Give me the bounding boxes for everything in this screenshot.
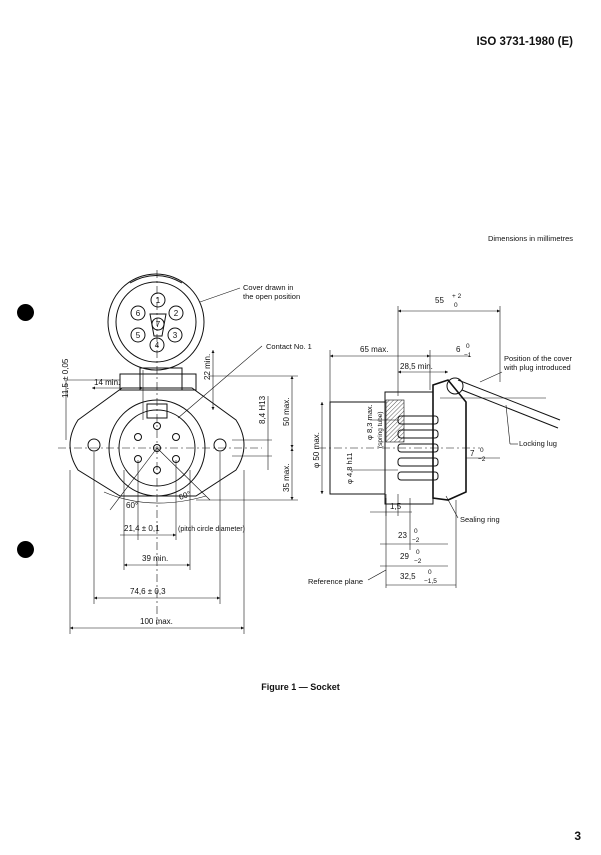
dim-65-max: 65 max. (360, 345, 388, 354)
dim-21-4: 21,4 ± 0,1 (124, 524, 160, 533)
dim-23: 23 (398, 531, 407, 540)
cover-position-line1: Position of the cover (504, 354, 572, 363)
page-number: 3 (574, 829, 581, 843)
cover-position-line2: with plug introduced (503, 363, 571, 372)
dim-6-tol-upper: 0 (466, 343, 470, 350)
dim-29-tol-lower: −2 (414, 558, 422, 565)
angle-left: 60° (126, 501, 138, 510)
dim-74-6: 74,6 ± 0,3 (130, 587, 166, 596)
dim-7: 7 (470, 449, 475, 458)
dim-phi-50-max: φ 50 max. (312, 432, 321, 468)
contact-tubes (397, 415, 439, 481)
dim-35-max: 35 max. (282, 464, 291, 492)
dim-6: 6 (456, 345, 461, 354)
front-view: 1 2 3 4 5 6 7 (58, 270, 312, 634)
binder-hole-top (17, 304, 34, 321)
pin-1-number: 1 (156, 296, 161, 305)
dim-39-min: 39 min. (142, 554, 168, 563)
dim-22-min: 22 min. (203, 354, 212, 380)
dim-7-tol-lower: −2 (478, 456, 486, 463)
dim-11-5: 11,5 ± 0,05 (61, 358, 70, 398)
sealing-ring-label: Sealing ring (460, 515, 500, 524)
dim-8-4-h13: 8,4 H13 (258, 395, 267, 424)
dim-32-5-tol-upper: 0 (428, 569, 432, 576)
reference-plane-label: Reference plane (308, 577, 363, 586)
dim-100-max: 100 max. (140, 617, 173, 626)
dim-32-5: 32,5 (400, 572, 416, 581)
dim-23-tol-lower: −2 (412, 537, 420, 544)
angle-right: 60° (178, 489, 192, 502)
cover-label-line1: Cover drawn in (243, 283, 293, 292)
dim-50-max: 50 max. (282, 398, 291, 426)
pin-6-number: 6 (136, 309, 141, 318)
locking-lug-label: Locking lug (519, 439, 557, 448)
dim-55-tol-lower: 0 (454, 302, 458, 309)
dim-7-tol-upper: 0 (480, 447, 484, 454)
dim-32-5-tol-lower: −1,5 (424, 578, 437, 585)
side-view: 55 + 2 0 65 max. 6 0 −1 28,5 min. Positi… (308, 293, 572, 588)
pin-2-number: 2 (174, 309, 179, 318)
pin-3-number: 3 (173, 331, 178, 340)
dim-phi-8-3-max: φ 8,3 max. (365, 404, 374, 440)
standard-reference: ISO 3731-1980 (E) (476, 36, 573, 48)
dim-23-tol-upper: 0 (414, 528, 418, 535)
pitch-circle-note: (pitch circle diameter) (178, 526, 245, 533)
dim-55-tol-upper: + 2 (452, 293, 462, 300)
dim-29: 29 (400, 552, 409, 561)
dim-14-min: 14 min. (94, 378, 120, 387)
dim-phi-4-8-h11: φ 4,8 h11 (345, 453, 354, 484)
contact-label: Contact No. 1 (266, 342, 312, 351)
dim-55: 55 (435, 296, 444, 305)
units-note: Dimensions in millimetres (487, 234, 573, 243)
dim-1-5: 1,5 (390, 502, 402, 511)
dim-28-5-min: 28,5 min. (400, 362, 433, 371)
dim-6-tol-lower: −1 (464, 352, 472, 359)
pin-7-number: 7 (156, 320, 161, 329)
pin-5-number: 5 (136, 331, 141, 340)
dim-29-tol-upper: 0 (416, 549, 420, 556)
binder-hole-bottom (17, 541, 34, 558)
cover-label-line2: the open position (243, 292, 300, 301)
figure-caption: Figure 1 — Socket (261, 682, 340, 692)
spring-tube-note: (spring tube) (377, 412, 384, 449)
